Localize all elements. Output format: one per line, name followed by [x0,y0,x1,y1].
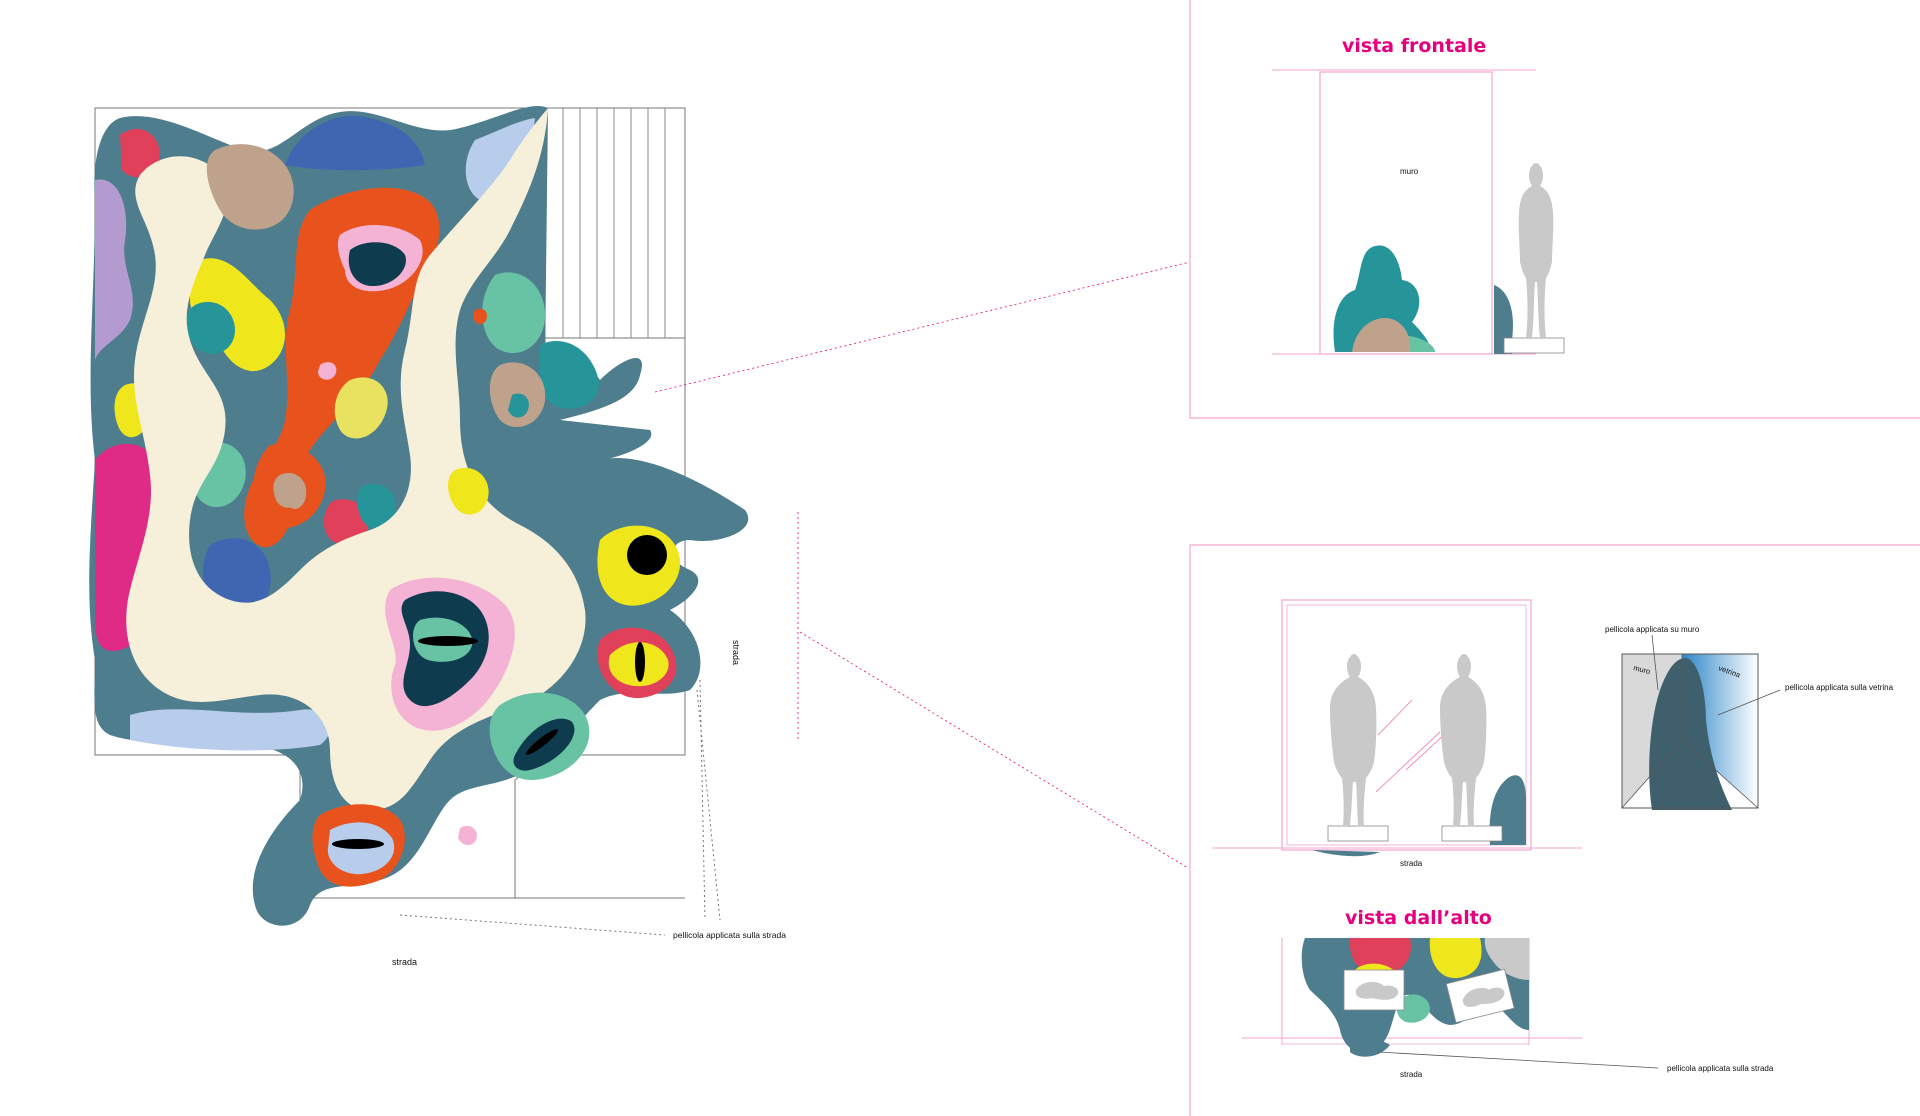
front-view-wall [1319,71,1493,355]
plan-pink-spot-bottom [458,825,477,846]
plan-yellow-spot-right [447,467,489,515]
plan-pink-spot [318,362,337,380]
plan-mint-blob-right [482,272,545,354]
top-view-street-label: strada [1400,1070,1423,1079]
window-view-street-label: strada [1400,859,1423,868]
plan-lightblue-corner [465,118,535,202]
plan-red-corner [120,128,160,178]
plan-teal-blob-right [540,340,599,409]
plan-stairs [562,108,666,338]
plan-film-street-note: pellicola applicata sulla strada [673,930,786,940]
window-view-mannequin-left [1330,654,1377,825]
connector-lines [654,261,1191,869]
plan-drawing: strada strada pellicola applicata sulla … [89,106,786,967]
top-view-film-street-note: pellicola applicata sulla strada [1667,1064,1774,1073]
front-view-panel: vista frontale muro [1189,0,1920,419]
plan-navy-blob [348,242,406,287]
plan-lavender-blob [95,179,133,360]
window-view-plinth-right [1441,825,1503,842]
top-view-title: vista dall’alto [1345,907,1492,929]
plan-yellow-blob-left [190,258,285,372]
plan-eye-slit [635,642,645,682]
plan-cavity-slit [418,636,478,646]
front-view-mannequin [1518,163,1554,338]
top-view-panel: vista dall’alto strada pellicola applica… [1242,907,1774,1079]
plan-lightblue-edge [130,709,331,751]
plan-teal-blob-left [185,301,235,354]
plan-street-label: strada [392,957,417,967]
front-view-wall-label: muro [1400,167,1419,176]
plan-leaf-slit [526,729,558,755]
front-view-slate-edge [1494,285,1514,354]
film-window-note: pellicola applicata sulla vetrina [1785,683,1894,692]
plan-teal-blob-mid [357,484,396,530]
window-view-plinth-left [1327,825,1389,842]
plan-leader-lines [399,679,721,936]
top-view-mint [1397,994,1430,1023]
plan-top-blue [285,115,425,171]
plan-side-street-label: strada [731,640,741,665]
front-view-tan-blob [1352,318,1411,352]
top-view-grey-right [1484,938,1529,980]
plan-tan-blob-low [285,474,307,509]
window-view-slate-under [1312,850,1380,857]
plan-teal-spot-right [508,393,529,418]
plan-red-spot [473,308,487,325]
plan-bottom-slit [332,839,384,849]
plan-red-blob-mid [323,499,369,546]
corner-detail: muro vetrina [1621,634,1781,810]
front-view-plinth [1503,337,1565,354]
film-wall-note: pellicola applicata su muro [1605,625,1700,634]
front-view-title: vista frontale [1342,35,1486,57]
window-view-panel: strada muro vetrina pellicola applicata … [1189,544,1920,1116]
plan-tan-blob-top [206,144,294,230]
corner-detail-film [1649,658,1732,810]
top-view-yellow-right [1429,938,1482,979]
window-view-mannequin-right [1440,654,1487,825]
plan-black-hole [627,535,667,575]
front-view-teal-blob [1333,245,1432,352]
plan-yellow-blob-mid [334,377,388,439]
corner-detail-wall-label: muro [1633,663,1652,676]
